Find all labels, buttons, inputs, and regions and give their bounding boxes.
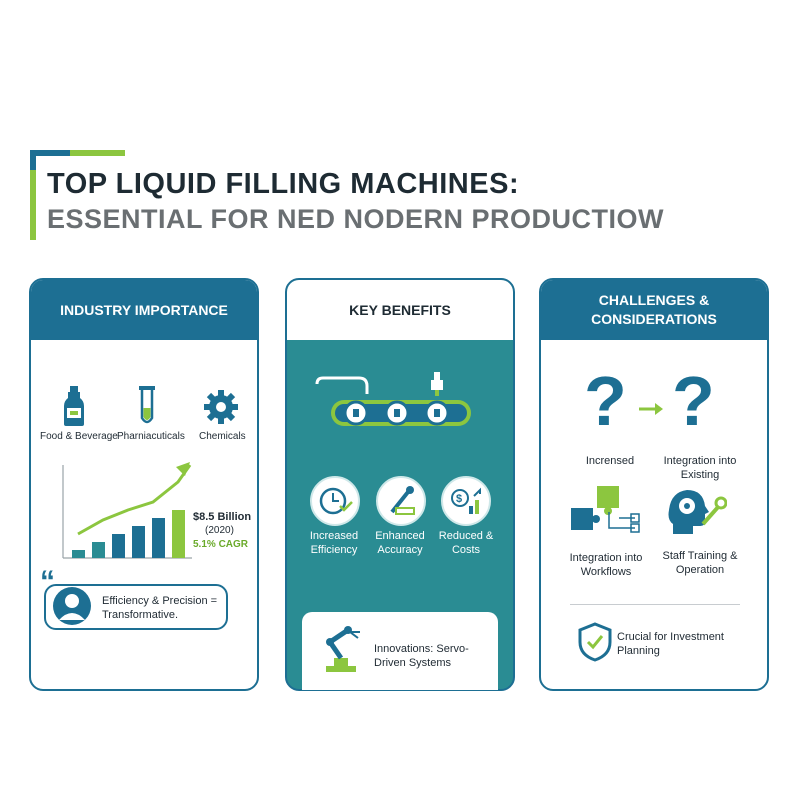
question-icon-2: ? <box>672 362 715 440</box>
challenge-label-integration-workflows: Integration into Workflows <box>569 552 643 578</box>
page-subtitle: ESSENTIAL FOR NED NODERN PRODUCTIOW <box>47 204 665 234</box>
title-accent-left <box>30 150 36 240</box>
benefit-label-efficiency: Increased Efficiency <box>309 530 359 556</box>
conveyor-filling-icon <box>315 372 471 426</box>
industry-importance-header: INDUSTRY IMPORTANCE <box>31 280 257 340</box>
test-tube-icon <box>139 386 155 424</box>
challenges-header: CHALLENGES & CONSIDERATIONS <box>541 280 767 340</box>
robotic-arm-icon <box>326 626 360 672</box>
investment-planning-text: Crucial for Investment Planning <box>617 631 724 657</box>
title-accent-top <box>30 150 125 156</box>
sector-label-pharma: Pharniacuticals <box>117 431 185 442</box>
market-size-year: (2020) <box>205 525 234 536</box>
growth-bar <box>152 518 165 558</box>
person-avatar-icon <box>53 587 91 625</box>
innovation-text: Innovations: Servo-Driven Systems <box>374 643 469 669</box>
growth-bar <box>172 510 185 558</box>
market-cagr: 5.1% CAGR <box>193 539 249 550</box>
growth-bar <box>132 526 145 558</box>
dollar-growth-icon: $ <box>441 476 491 526</box>
challenge-label-integration-existing: Integration into Existing <box>663 455 737 481</box>
growth-trend-line <box>77 464 192 536</box>
quote-text: Efficiency & Precision = Transformative. <box>102 595 218 621</box>
growth-bar <box>92 542 105 558</box>
title-accent-top-blue <box>30 150 70 156</box>
key-benefits-header: KEY BENEFITS <box>287 280 513 340</box>
benefit-label-accuracy: Enhanced Accuracy <box>375 530 425 556</box>
head-gear-wrench-icon <box>668 490 727 534</box>
title-accent-left-blue <box>30 150 36 170</box>
challenge-label-staff-training: Staff Training & Operation <box>662 550 738 576</box>
clock-check-icon <box>310 476 360 526</box>
sector-label-food: Food & Beverage <box>40 431 118 442</box>
benefit-label-costs: Reduced & Costs <box>438 530 494 556</box>
gear-icon <box>204 390 238 424</box>
challenge-label-increased: Incrensed <box>585 455 635 467</box>
growth-bar <box>112 534 125 558</box>
question-icon: ? <box>584 362 627 440</box>
shield-check-icon <box>578 622 612 662</box>
sector-label-chemicals: Chemicals <box>199 431 246 442</box>
arrow-right-icon <box>639 403 663 415</box>
growth-bar-chart <box>62 462 192 559</box>
dropper-ruler-icon <box>376 476 426 526</box>
challenges-panel: CHALLENGES & CONSIDERATIONS <box>539 278 769 691</box>
growth-arrow-head <box>176 462 190 476</box>
puzzle-icon <box>571 486 640 533</box>
bottle-icon <box>64 386 84 426</box>
growth-bar <box>72 550 85 558</box>
svg-text:$: $ <box>456 493 462 505</box>
challenges-divider <box>570 604 740 605</box>
page-title: TOP LIQUID FILLING MACHINES: <box>47 168 520 200</box>
market-size-value: $8.5 Billion <box>193 511 252 523</box>
